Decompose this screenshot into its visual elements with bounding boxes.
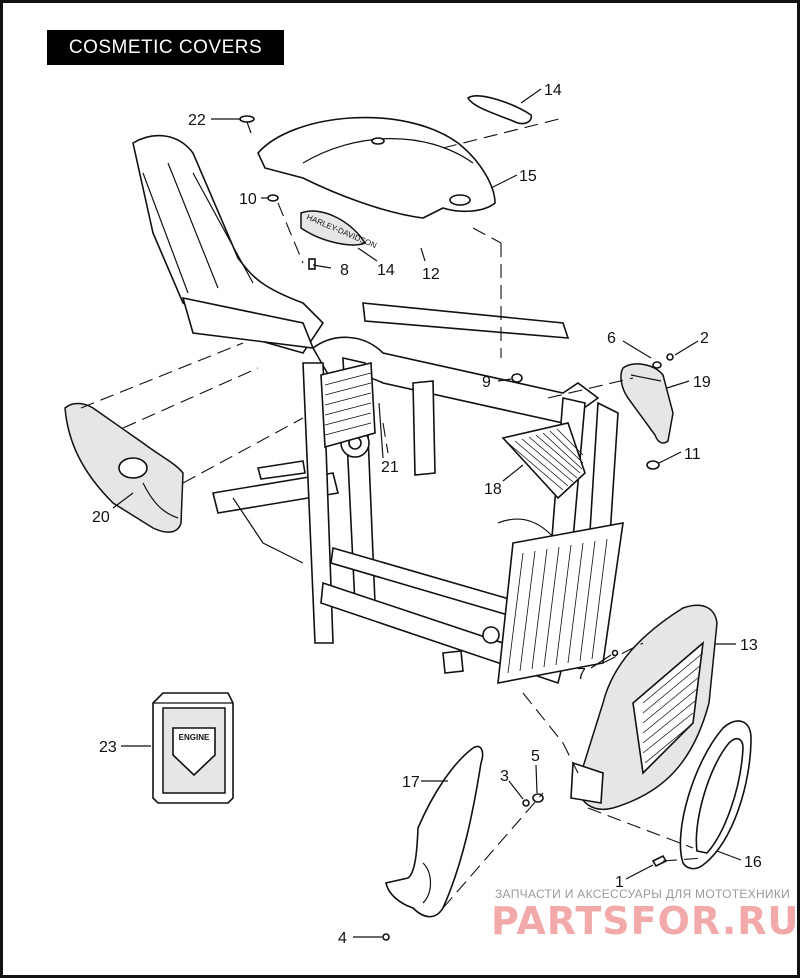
callout-6: 6 [607, 330, 616, 347]
leader-lines [112, 88, 742, 938]
motorcycle-frame [132, 134, 624, 685]
callout-7: 7 [577, 666, 586, 683]
callout-12: 12 [422, 266, 440, 283]
watermark-logo: PARTSFOR.RU [491, 899, 800, 943]
blank-decal-plate [466, 95, 533, 125]
callout-3: 3 [500, 768, 509, 785]
side-trim-ring [679, 720, 752, 870]
reflector-cover [620, 363, 674, 444]
callout-11: 11 [684, 446, 701, 463]
callout-labels: 22 10 8 14 15 12 14 6 2 19 11 9 21 18 20… [92, 82, 762, 947]
callout-15: 15 [519, 168, 537, 185]
screw-7 [611, 649, 619, 657]
callout-5: 5 [531, 748, 540, 765]
watermark-tagline: ЗАПЧАСТИ И АКСЕССУАРЫ ДЛЯ МОТОТЕХНИКИ [495, 887, 791, 901]
callout-23: 23 [99, 739, 117, 756]
lower-side-cover [385, 745, 484, 918]
callout-16: 16 [744, 854, 762, 871]
callout-4: 4 [338, 930, 347, 947]
exploded-view-drawing: HARLEY-DAVIDSON [64, 82, 762, 947]
diagram-title: COSMETIC COVERS [47, 30, 284, 65]
small-hardware-6-2 [652, 353, 674, 369]
callout-20: 20 [92, 509, 110, 526]
left-side-cover [64, 402, 184, 533]
callout-17: 17 [402, 774, 420, 791]
assembly-lines [80, 117, 704, 909]
callout-1: 1 [615, 874, 624, 891]
washer-10 [267, 194, 279, 202]
grommet-9 [511, 373, 523, 383]
callout-10: 10 [239, 191, 257, 208]
callout-13: 13 [740, 637, 758, 654]
radiator-shroud [570, 604, 718, 810]
frame-side-cover [501, 422, 586, 500]
callout-18: 18 [484, 481, 502, 498]
callout-14-lower: 14 [377, 262, 395, 279]
callout-2: 2 [700, 330, 709, 347]
screw-4 [382, 933, 390, 941]
callout-22: 22 [188, 112, 206, 129]
nut-11 [646, 460, 660, 470]
badge-text: ENGINE [179, 733, 210, 742]
callout-14-upper: 14 [544, 82, 562, 99]
fender-decal: HARLEY-DAVIDSON [300, 210, 378, 250]
callout-8: 8 [340, 262, 349, 279]
fastener-8 [308, 258, 316, 270]
callout-19: 19 [693, 374, 711, 391]
callout-9: 9 [482, 374, 491, 391]
engine-badge-box: ENGINE [152, 692, 234, 804]
rear-fender-cover [257, 116, 496, 219]
fastener-22 [239, 115, 255, 134]
callout-21: 21 [381, 459, 399, 476]
